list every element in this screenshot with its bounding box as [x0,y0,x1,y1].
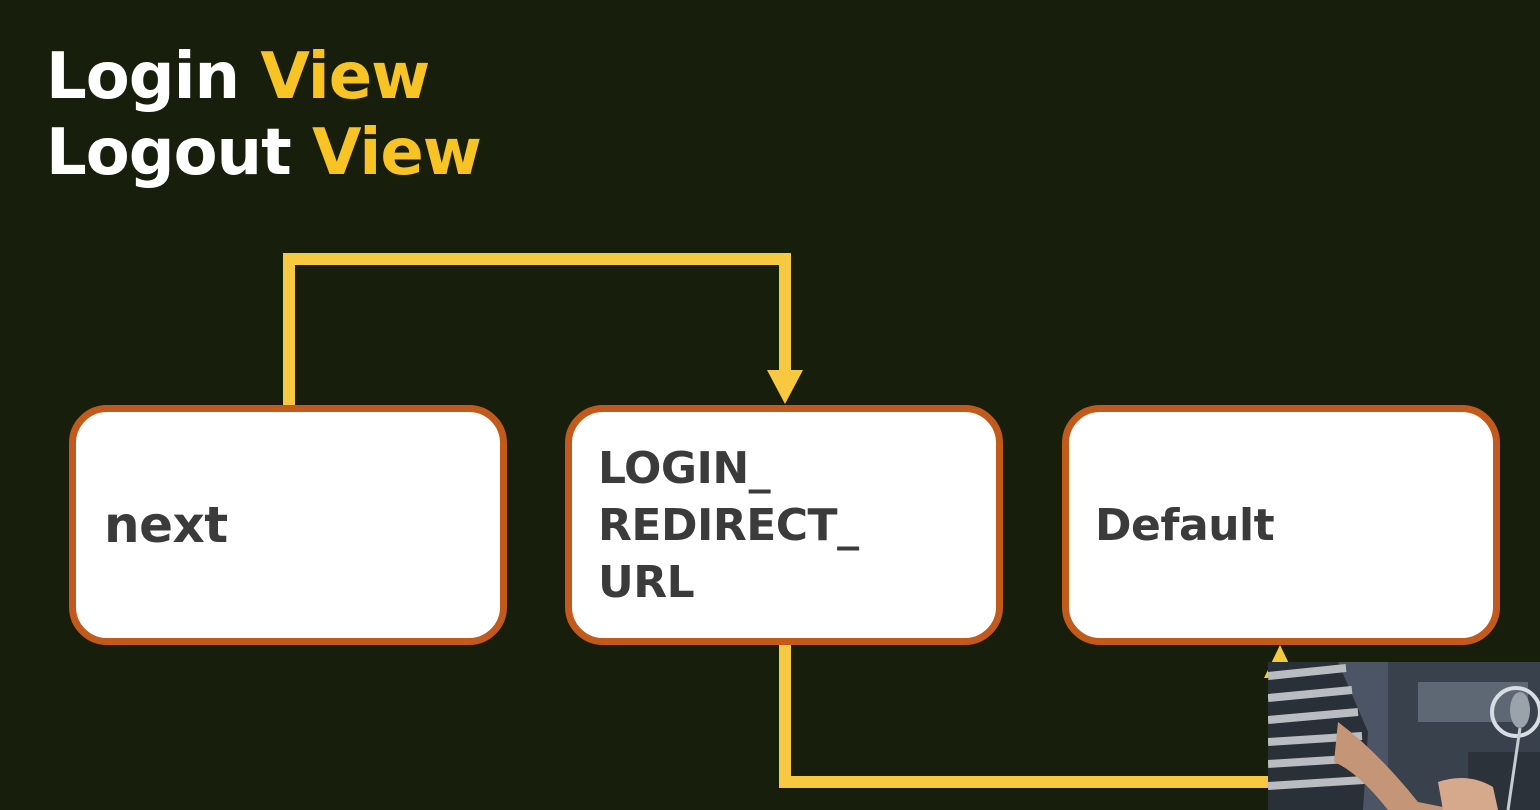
title-line-login-view: Login View [46,38,430,116]
title-logout-word: Logout [46,116,292,190]
node-label-next: next [104,412,228,638]
node-text-line: URL [598,556,695,608]
node-text-line: LOGIN_ [598,442,771,494]
node-label-login-redirect-url: LOGIN_ REDIRECT_ URL [598,412,859,638]
node-text-line: REDIRECT_ [598,499,859,551]
title-view-word: View [311,116,482,190]
node-text-line: next [104,496,228,554]
connector-next-to-login-redirect [283,253,791,407]
node-text-line: Default [1095,499,1275,551]
presenter-webcam-overlay [1268,662,1540,810]
node-login-redirect-url: LOGIN_ REDIRECT_ URL [565,405,1003,645]
title-line-logout-view: Logout View [46,114,482,192]
node-label-default: Default [1095,412,1275,638]
node-default: Default [1062,405,1500,645]
title-login-word: Login [46,40,240,114]
node-next: next [69,405,507,645]
title-view-word: View [260,40,430,114]
connector-login-redirect-to-default [779,644,1286,788]
arrowhead-down-icon [767,370,803,404]
presenter-video-icon [1268,662,1540,810]
